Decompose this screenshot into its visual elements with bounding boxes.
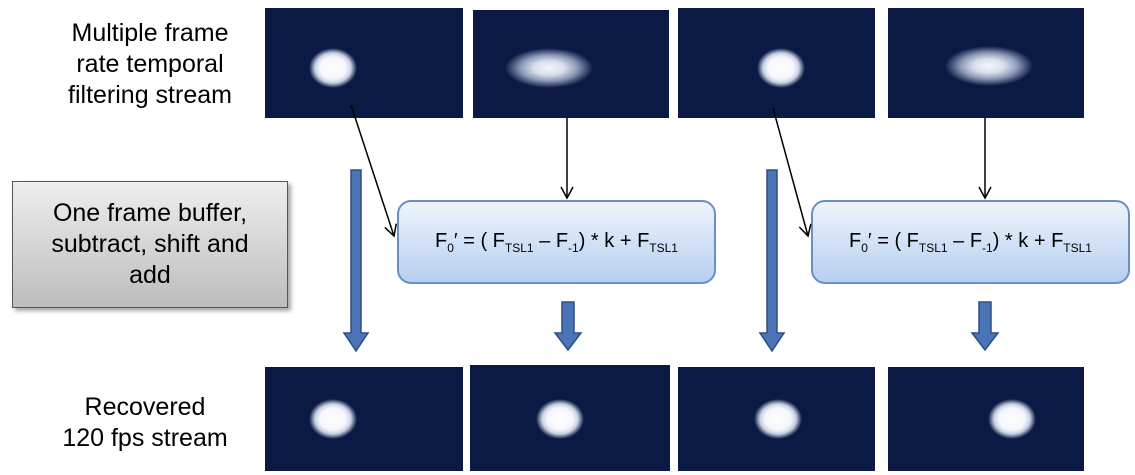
top-label-line: Multiple frame [71, 19, 229, 47]
block-arrow-short [970, 301, 1000, 352]
sharp-blob [757, 48, 805, 88]
sharp-blob [309, 399, 357, 439]
process-box: One frame buffer, subtract, shift and ad… [12, 181, 288, 308]
equation-box-1: F0′ = ( FTSL1 – F-1) * k + FTSL1 [397, 200, 716, 284]
top-frame-2 [473, 10, 669, 118]
process-line: One frame buffer, [52, 199, 248, 227]
bottom-stream-label: Recovered 120 fps stream [30, 392, 260, 454]
bottom-frame-1 [265, 367, 463, 471]
bottom-frame-3 [678, 367, 875, 471]
block-arrow-long [758, 169, 786, 353]
thin-arrow [350, 104, 398, 238]
bottom-label-line: 120 fps stream [62, 424, 228, 452]
sharp-blob [988, 399, 1036, 439]
sharp-blob [536, 399, 584, 439]
thin-arrow [772, 107, 812, 238]
sharp-blob [754, 399, 802, 439]
process-line: subtract, shift and [51, 230, 249, 258]
bottom-frame-2 [470, 365, 670, 471]
top-label-line: rate temporal [76, 50, 224, 78]
bottom-frame-4 [888, 367, 1084, 471]
block-arrow-long [342, 169, 370, 353]
blurred-blob [945, 46, 1033, 86]
top-stream-label: Multiple frame rate temporal filtering s… [40, 18, 260, 111]
equation-text: F0′ = ( FTSL1 – F-1) * k + FTSL1 [849, 229, 1092, 255]
block-arrow-short [553, 301, 583, 352]
top-frame-4 [888, 8, 1084, 118]
equation-box-2: F0′ = ( FTSL1 – F-1) * k + FTSL1 [811, 200, 1130, 284]
top-label-line: filtering stream [68, 81, 232, 109]
blurred-blob [505, 48, 593, 88]
bottom-label-line: Recovered [84, 393, 206, 421]
sharp-blob [309, 48, 357, 88]
top-frame-1 [265, 8, 463, 118]
equation-text: F0′ = ( FTSL1 – F-1) * k + FTSL1 [435, 229, 678, 255]
process-line: add [129, 261, 171, 289]
top-frame-3 [678, 8, 875, 118]
